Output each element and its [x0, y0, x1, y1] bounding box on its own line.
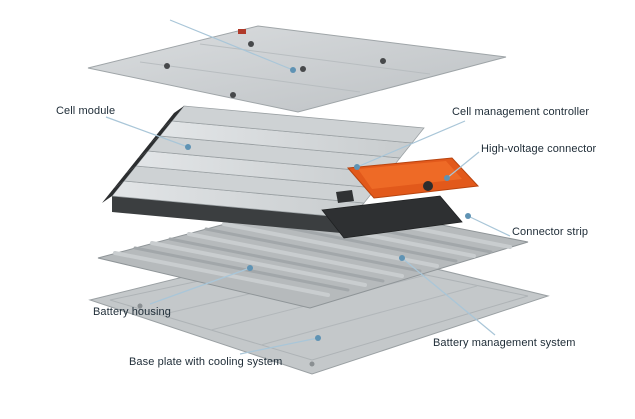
- label-high-voltage-connector: High-voltage connector: [481, 143, 597, 155]
- module-front-face: [112, 196, 352, 234]
- base-plate-rib: [260, 285, 478, 346]
- cover-red-mark: [238, 29, 246, 34]
- base-plate-bolt: [309, 361, 315, 367]
- leader-lines: [105, 19, 511, 355]
- leader-cell-module: [105, 116, 189, 148]
- cell-modules: [102, 105, 425, 234]
- cover-seam: [139, 61, 361, 93]
- label-battery-management-system: Battery management system: [433, 337, 576, 349]
- high-voltage-connector-unit: [346, 157, 480, 199]
- base-plate-bolt: [137, 303, 143, 309]
- label-battery-housing: Battery housing: [93, 306, 171, 318]
- endpoint-dot: [354, 164, 360, 170]
- bms-frame: [321, 195, 463, 239]
- leader-connector-strip: [467, 215, 511, 237]
- endpoint-dot: [247, 265, 253, 271]
- label-connector-strip: Connector strip: [512, 226, 589, 238]
- endpoint-dot: [465, 213, 471, 219]
- endpoint-dot: [315, 335, 321, 341]
- endpoint-dot: [444, 175, 450, 181]
- leader-battery-management-system: [401, 257, 496, 336]
- cover-fasteners: [164, 41, 386, 98]
- endpoint-dot: [185, 144, 191, 150]
- label-cell-module: Cell module: [56, 105, 116, 117]
- label-base-plate: Base plate with cooling system: [129, 356, 283, 368]
- leader-top-cover: [169, 19, 294, 71]
- leader-base-plate: [239, 337, 319, 355]
- leader-battery-housing: [149, 267, 251, 305]
- leader-endpoint-dots: [185, 67, 471, 341]
- bms-block: [336, 190, 354, 203]
- cover-seam: [199, 43, 431, 75]
- module-end-caps: [102, 106, 184, 203]
- endpoint-dot: [399, 255, 405, 261]
- cover-panel: [87, 25, 507, 113]
- top-cover: [87, 25, 507, 113]
- leader-cell-management-controller: [356, 120, 466, 168]
- endpoint-dot: [290, 67, 296, 73]
- battery-management-system-unit: [321, 190, 463, 239]
- leader-high-voltage-connector: [446, 151, 480, 179]
- connector-knob: [423, 181, 433, 191]
- label-cell-management-controller: Cell management controller: [452, 106, 590, 118]
- orange-top-detail: [358, 161, 462, 189]
